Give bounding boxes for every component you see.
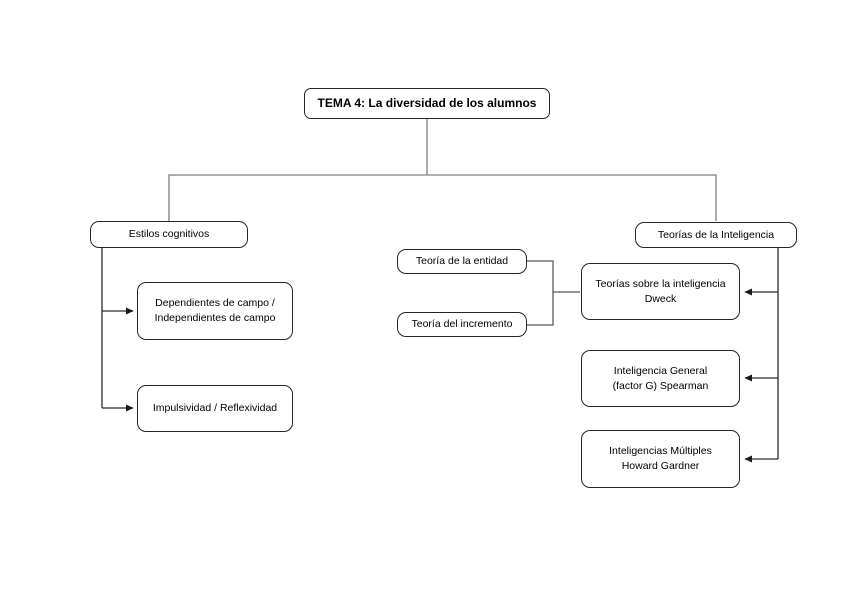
- node-dependientes-campo: Dependientes de campo / Independientes d…: [137, 282, 293, 340]
- node-estilos-cognitivos: Estilos cognitivos: [90, 221, 248, 248]
- node-teoria-entidad: Teoría de la entidad: [397, 249, 527, 274]
- node-spearman-line1: Inteligencia General: [613, 364, 708, 377]
- node-teoria-incremento: Teoría del incremento: [397, 312, 527, 337]
- node-tema4: TEMA 4: La diversidad de los alumnos: [304, 88, 550, 119]
- node-teoria-incremento-label: Teoría del incremento: [411, 318, 513, 331]
- node-gardner: Inteligencias Múltiples Howard Gardner: [581, 430, 740, 488]
- node-gardner-line2: Howard Gardner: [621, 460, 700, 472]
- node-dependientes-campo-line1: Dependientes de campo /: [155, 297, 275, 310]
- node-dependientes-campo-line2: Independientes de campo: [154, 312, 276, 324]
- connector-root-tree: [168, 119, 717, 221]
- node-spearman-line2: (factor G) Spearman: [612, 379, 709, 392]
- connector-dweck-sources: [526, 260, 580, 326]
- node-impulsividad-reflexividad-label: Impulsividad / Reflexividad: [152, 402, 278, 415]
- node-dweck-line1: Teorías sobre la inteligencia: [595, 277, 726, 290]
- node-teorias-inteligencia: Teorías de la Inteligencia: [635, 222, 797, 248]
- node-impulsividad-reflexividad: Impulsividad / Reflexividad: [137, 385, 293, 432]
- node-gardner-line1: Inteligencias Múltiples: [609, 445, 712, 458]
- node-dweck: Teorías sobre la inteligencia Dweck: [581, 263, 740, 320]
- node-estilos-cognitivos-label: Estilos cognitivos: [128, 228, 210, 241]
- node-tema4-label: TEMA 4: La diversidad de los alumnos: [317, 96, 537, 111]
- node-teoria-entidad-label: Teoría de la entidad: [415, 255, 509, 268]
- node-teorias-inteligencia-label: Teorías de la Inteligencia: [657, 228, 775, 241]
- node-spearman: Inteligencia General (factor G) Spearman: [581, 350, 740, 407]
- node-dweck-line2: Dweck: [644, 292, 677, 305]
